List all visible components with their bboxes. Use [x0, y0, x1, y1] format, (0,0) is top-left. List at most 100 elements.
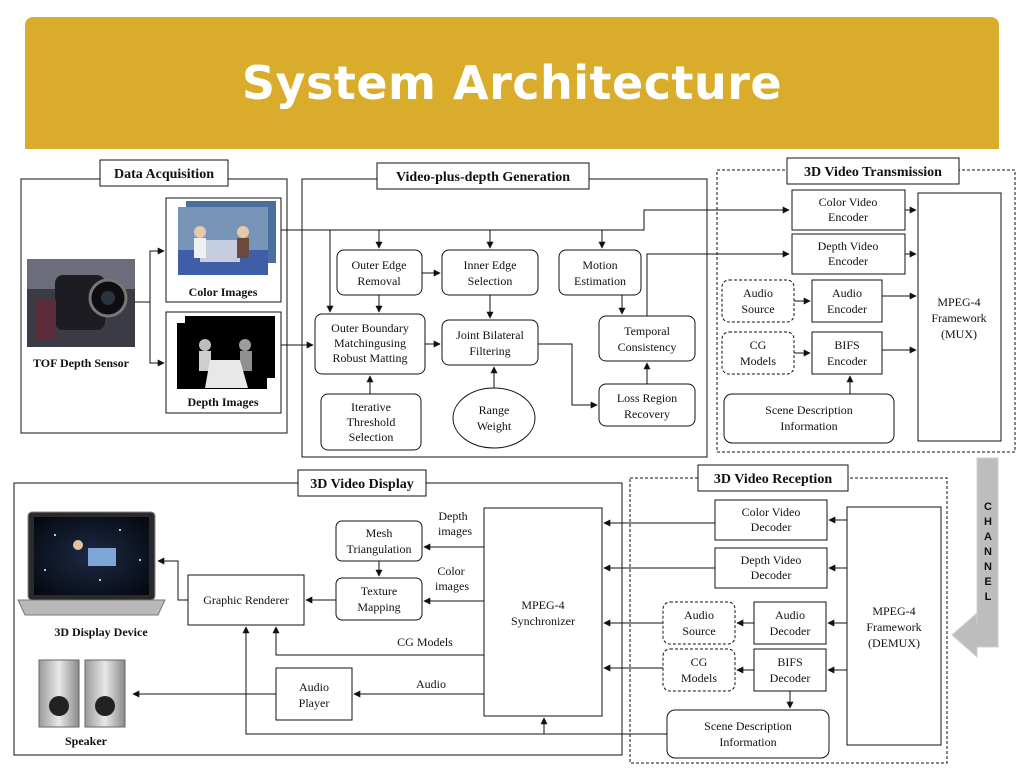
cg-models-edge-label: CG Models: [397, 635, 453, 649]
motion-estimation-box: Motion Estimation: [558, 249, 642, 296]
svg-text:Robust Matting: Robust Matting: [332, 351, 407, 365]
svg-text:MPEG-4: MPEG-4: [872, 604, 915, 618]
depth-images-edge-label-2: images: [438, 524, 472, 538]
joint-bilateral-filtering-box: Joint Bilateral Filtering: [441, 319, 539, 366]
acquisition-title: Data Acquisition: [99, 159, 229, 187]
range-weight-ellipse: Range Weight: [452, 387, 536, 449]
bifs-decoder-box: BIFS Decoder: [753, 648, 827, 692]
svg-text:Estimation: Estimation: [574, 274, 626, 288]
page-title: System Architecture: [241, 56, 783, 110]
svg-text:Selection: Selection: [349, 430, 394, 444]
svg-text:Iterative: Iterative: [351, 400, 391, 414]
depth-images-label: Depth Images: [188, 395, 259, 409]
depth-images-picture: [177, 316, 275, 389]
svg-text:Outer Boundary: Outer Boundary: [331, 321, 409, 335]
svg-text:Framework: Framework: [866, 620, 921, 634]
svg-text:Selection: Selection: [468, 274, 513, 288]
scene-description-tx-box: Scene Description Information: [723, 393, 895, 444]
svg-text:Audio: Audio: [684, 608, 714, 622]
mpeg4-synchronizer-box: MPEG-4 Synchronizer: [483, 507, 603, 717]
svg-text:Models: Models: [681, 671, 717, 685]
audio-player-box: Audio Player: [275, 667, 353, 721]
svg-text:3D Video Reception: 3D Video Reception: [714, 472, 832, 487]
svg-text:Models: Models: [740, 354, 776, 368]
iterative-threshold-box: Iterative Threshold Selection: [320, 393, 422, 451]
title-band: System Architecture: [25, 17, 999, 149]
bifs-encoder-box: BIFS Encoder: [811, 331, 883, 375]
svg-text:Filtering: Filtering: [469, 344, 510, 358]
svg-text:Loss Region: Loss Region: [617, 391, 677, 405]
scene-description-rx-box: Scene Description Information: [666, 709, 830, 759]
svg-text:3D Video Transmission: 3D Video Transmission: [804, 165, 942, 180]
color-video-decoder-box: Color Video Decoder: [714, 499, 828, 541]
depth-video-encoder-box: Depth Video Encoder: [791, 233, 906, 275]
svg-text:H: H: [984, 516, 992, 528]
svg-text:Information: Information: [780, 419, 837, 433]
svg-text:Encoder: Encoder: [828, 210, 868, 224]
depth-images-edge-label: Depth: [438, 509, 467, 523]
svg-text:Decoder: Decoder: [770, 671, 811, 685]
color-images-label: Color Images: [189, 285, 258, 299]
display-title: 3D Video Display: [297, 469, 427, 497]
tof-depth-sensor: [27, 259, 135, 347]
svg-text:Decoder: Decoder: [751, 520, 792, 534]
svg-text:Source: Source: [741, 302, 774, 316]
svg-text:Scene Description: Scene Description: [765, 403, 853, 417]
svg-text:(MUX): (MUX): [941, 327, 977, 341]
svg-text:(DEMUX): (DEMUX): [868, 636, 920, 650]
svg-text:Mapping: Mapping: [357, 600, 400, 614]
svg-text:Depth Video: Depth Video: [818, 239, 879, 253]
svg-text:BIFS: BIFS: [777, 655, 802, 669]
color-images-edge-label: Color: [437, 564, 464, 578]
svg-text:Motion: Motion: [582, 258, 617, 272]
tof-sensor-label: TOF Depth Sensor: [33, 356, 130, 370]
svg-text:Player: Player: [299, 696, 330, 710]
svg-text:CG: CG: [691, 655, 708, 669]
svg-text:Source: Source: [682, 624, 715, 638]
svg-text:C: C: [984, 501, 992, 513]
svg-text:Decoder: Decoder: [770, 624, 811, 638]
svg-text:Data Acquisition: Data Acquisition: [114, 167, 214, 182]
svg-text:Temporal: Temporal: [624, 324, 670, 338]
svg-text:Audio: Audio: [775, 608, 805, 622]
speaker-icon: [38, 659, 126, 728]
svg-text:L: L: [985, 591, 992, 603]
3d-display-device-icon: [17, 511, 166, 616]
svg-text:Encoder: Encoder: [828, 254, 868, 268]
svg-text:Audio: Audio: [299, 680, 329, 694]
reception-title: 3D Video Reception: [697, 464, 849, 492]
svg-text:MPEG-4: MPEG-4: [937, 295, 980, 309]
color-images-frame: [165, 197, 282, 303]
outer-boundary-matching-box: Outer Boundary Matchingusing Robust Matt…: [314, 313, 426, 375]
svg-text:N: N: [984, 546, 992, 558]
audio-encoder-box: Audio Encoder: [811, 279, 883, 323]
svg-text:Texture: Texture: [361, 584, 397, 598]
svg-text:Synchronizer: Synchronizer: [511, 614, 575, 628]
texture-mapping-box: Texture Mapping: [335, 577, 423, 621]
cg-models-rx-box: CG Models: [662, 648, 736, 692]
svg-text:Audio: Audio: [832, 286, 862, 300]
cg-models-tx-box: CG Models: [721, 331, 795, 375]
color-images-picture: [178, 201, 276, 275]
svg-text:Color Video: Color Video: [742, 505, 801, 519]
svg-text:N: N: [984, 561, 992, 573]
svg-text:Weight: Weight: [477, 419, 512, 433]
svg-text:Audio: Audio: [743, 286, 773, 300]
color-video-encoder-box: Color Video Encoder: [791, 189, 906, 231]
svg-text:Joint Bilateral: Joint Bilateral: [456, 328, 524, 342]
svg-text:E: E: [984, 576, 991, 588]
svg-text:Encoder: Encoder: [827, 354, 867, 368]
svg-text:Encoder: Encoder: [827, 302, 867, 316]
display-device-label: 3D Display Device: [54, 625, 148, 639]
inner-edge-selection-box: Inner Edge Selection: [441, 249, 539, 296]
svg-text:Color Video: Color Video: [819, 195, 878, 209]
svg-text:Consistency: Consistency: [618, 340, 677, 354]
mpeg4-mux-box: MPEG-4 Framework (MUX): [917, 192, 1002, 442]
temporal-consistency-box: Temporal Consistency: [598, 315, 696, 362]
svg-text:Information: Information: [719, 735, 776, 749]
color-images-edge-label-2: images: [435, 579, 469, 593]
svg-text:Decoder: Decoder: [751, 568, 792, 582]
svg-text:Graphic Renderer: Graphic Renderer: [203, 593, 289, 607]
svg-text:Outer Edge: Outer Edge: [352, 258, 407, 272]
